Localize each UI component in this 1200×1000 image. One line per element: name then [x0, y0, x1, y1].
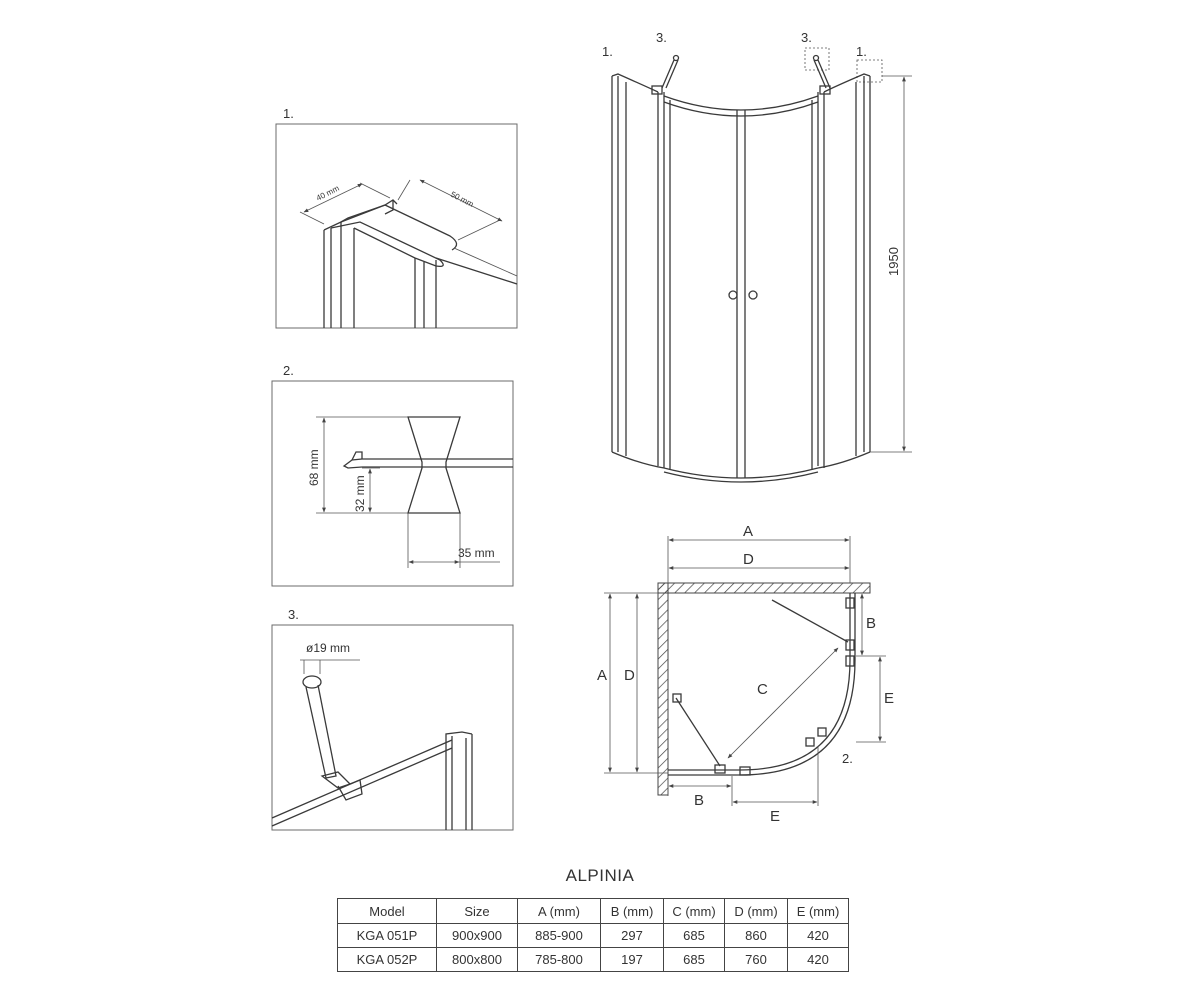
spec-cell-model: KGA 051P [337, 923, 437, 948]
elevation-callout-1-left: 1. [602, 44, 613, 59]
plan-wall-top [657, 582, 871, 594]
detail-1-profile [323, 222, 437, 328]
spec-cell-d: 760 [724, 947, 788, 972]
detail-3-glass [271, 731, 473, 830]
detail-2-number: 2. [283, 363, 294, 378]
spec-cell-size: 900x900 [436, 923, 518, 948]
spec-cell-e: 420 [787, 923, 849, 948]
spec-header-c: C (mm) [663, 898, 725, 924]
spec-cell-b: 197 [600, 947, 664, 972]
detail-1-number: 1. [283, 106, 294, 121]
elevation-height-label: 1950 [886, 247, 901, 276]
door-handle-left [728, 290, 738, 300]
elevation-callout-3-left: 3. [656, 30, 667, 45]
plan-label-B-right: B [866, 615, 876, 632]
detail-2-dim-68: 68 mm [307, 449, 321, 486]
plan-label-A-top: A [743, 523, 753, 540]
spec-cell-c: 685 [663, 947, 725, 972]
detail-3-frame [271, 624, 514, 831]
plan-label-E-bottom: E [770, 808, 780, 825]
spec-cell-a: 885-900 [517, 923, 601, 948]
plan-label-D-top: D [743, 551, 754, 568]
detail-2-dimensions: 68 mm 32 mm 35 mm [307, 416, 500, 568]
elevation-callout-box-3 [804, 47, 830, 71]
spec-cell-e: 420 [787, 947, 849, 972]
spec-cell-model: KGA 052P [337, 947, 437, 972]
spec-title: ALPINIA [565, 866, 635, 885]
detail-2-panel: 2. 68 mm 32 mm 35 mm [271, 363, 514, 587]
elevation-height-dimension: 1950 [870, 75, 912, 453]
spec-header-row: Model Size A (mm) B (mm) C (mm) D (mm) E… [337, 898, 849, 924]
detail-2-dim-35: 35 mm [458, 546, 495, 560]
detail-1-panel: 1. [275, 106, 518, 329]
plan-dim-bottom: B E [667, 746, 819, 825]
elevation-support-rods [651, 54, 831, 95]
detail-3-dimensions: ø19 mm [300, 641, 360, 674]
detail-1-dim-50: 50 mm [449, 190, 475, 209]
detail-1-frame [275, 123, 518, 329]
spec-row: KGA 051P 900x900 885-900 297 685 860 420 [337, 923, 849, 948]
plan-wall-left [657, 582, 669, 796]
plan-callout-2: 2. [842, 751, 853, 766]
plan-dim-right: B E [856, 593, 894, 743]
elevation-view: 1. 3. 3. 1. [602, 30, 912, 483]
spec-header-size: Size [436, 898, 518, 924]
plan-view: A D A D B E C [597, 523, 894, 825]
detail-1-dimensions: 40 mm 50 mm [299, 179, 503, 241]
detail-1-cap [323, 199, 458, 268]
door-handle-right [748, 290, 758, 300]
detail-1-glass-edge [435, 257, 518, 285]
spec-header-e: E (mm) [787, 898, 849, 924]
elevation-left-profile [611, 73, 665, 469]
spec-header-b: B (mm) [600, 898, 664, 924]
spec-row: KGA 052P 800x800 785-800 197 685 760 420 [337, 947, 849, 972]
spec-cell-c: 685 [663, 923, 725, 948]
spec-header-a: A (mm) [517, 898, 601, 924]
plan-label-B-bottom: B [694, 792, 704, 809]
detail-1-dim-40: 40 mm [315, 184, 341, 203]
elevation-doors [663, 95, 819, 483]
plan-label-E-right: E [884, 690, 894, 707]
detail-3-number: 3. [288, 607, 299, 622]
detail-3-dim-dia: ø19 mm [306, 641, 350, 655]
plan-dim-top: A D [667, 523, 851, 583]
spec-cell-d: 860 [724, 923, 788, 948]
spec-cell-a: 785-800 [517, 947, 601, 972]
spec-cell-size: 800x800 [436, 947, 518, 972]
plan-label-C: C [757, 681, 768, 698]
plan-dim-left: A D [597, 592, 668, 774]
detail-2-frame [271, 380, 514, 587]
detail-2-bar [342, 451, 513, 469]
detail-3-support-rod [302, 675, 363, 801]
spec-cell-b: 297 [600, 923, 664, 948]
detail-2-dim-32: 32 mm [353, 475, 367, 512]
detail-2-bracket [407, 416, 461, 514]
elevation-callout-3-right: 3. [801, 30, 812, 45]
spec-header-d: D (mm) [724, 898, 788, 924]
elevation-callout-1-right: 1. [856, 44, 867, 59]
plan-dim-diagonal: C [727, 647, 839, 759]
plan-label-A-left: A [597, 667, 607, 684]
detail-3-panel: 3. ø19 mm [271, 607, 514, 831]
spec-table: Model Size A (mm) B (mm) C (mm) D (mm) E… [337, 898, 849, 972]
elevation-right-profile [817, 73, 871, 469]
plan-label-D-left: D [624, 667, 635, 684]
elevation-callout-box-1 [856, 59, 883, 83]
spec-header-model: Model [337, 898, 437, 924]
